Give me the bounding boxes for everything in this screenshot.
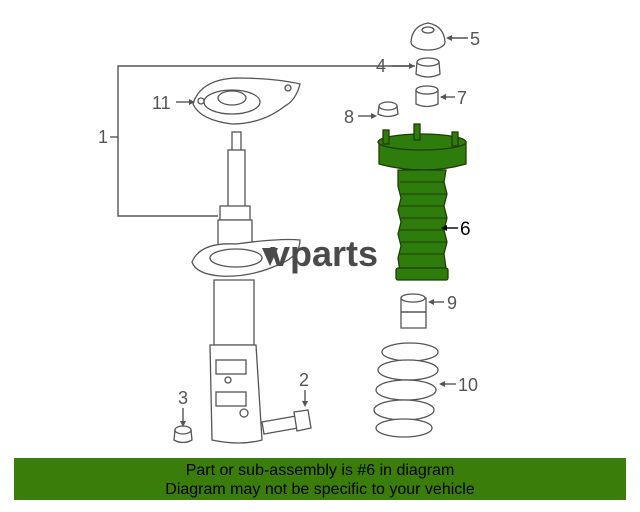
strut-assembly-diagram: 1 2 3 4 5 6 7 8 9 10 11 vparts (98, 22, 480, 444)
arrow-5 (446, 35, 452, 41)
callout-11[interactable]: 11 (152, 93, 171, 113)
callout-1[interactable]: 1 (98, 127, 108, 147)
callout-9[interactable]: 9 (447, 293, 457, 313)
part-1-strut[interactable] (191, 131, 301, 444)
part-6-mount-and-boot[interactable] (377, 123, 467, 281)
callout-4[interactable]: 4 (376, 56, 386, 76)
vparts-watermark: vparts (262, 233, 378, 274)
arrow-3 (180, 421, 186, 427)
arrow-8 (371, 113, 377, 119)
part-4-nut[interactable] (415, 57, 441, 78)
vparts-logo-icon (262, 248, 278, 266)
banner-line-1: Part or sub-assembly is #6 in diagram (185, 462, 455, 479)
part-2-bolt[interactable] (261, 409, 312, 435)
banner-line-2: Diagram may not be specific to your vehi… (165, 481, 475, 498)
part-8-nut[interactable] (377, 101, 399, 118)
part-5-cap[interactable] (410, 22, 446, 51)
callout-7[interactable]: 7 (457, 88, 467, 108)
watermark-text: vparts (270, 233, 378, 274)
part-10-coil-spring[interactable] (373, 342, 439, 438)
callout-6[interactable]: 6 (460, 219, 471, 240)
assembly-bracket (110, 65, 415, 217)
callout-2[interactable]: 2 (299, 370, 309, 390)
part-3-nut[interactable] (173, 425, 193, 444)
info-banner: Part or sub-assembly is #6 in diagram Di… (14, 458, 626, 500)
arrow-7 (440, 94, 446, 100)
callout-10[interactable]: 10 (458, 375, 478, 395)
part-9-bump-stop[interactable] (400, 293, 427, 329)
arrow-11 (189, 99, 195, 105)
arrow-10 (439, 381, 445, 387)
part-11-upper-mount[interactable] (192, 77, 301, 125)
arrow-6 (441, 225, 447, 231)
arrow-2 (302, 401, 308, 407)
part-7-bushing[interactable] (415, 85, 439, 108)
callout-5[interactable]: 5 (470, 29, 480, 49)
arrow-4 (409, 63, 415, 69)
callout-8[interactable]: 8 (344, 107, 354, 127)
arrow-9 (428, 299, 434, 305)
callout-3[interactable]: 3 (178, 388, 188, 408)
